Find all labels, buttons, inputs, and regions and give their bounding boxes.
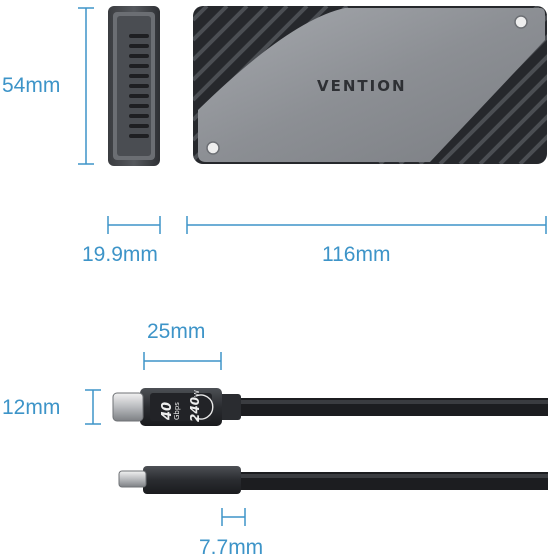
connector-length-label: 25mm <box>147 320 206 343</box>
badge-speed-unit: Gbps <box>173 402 181 420</box>
enclosure-side-view <box>108 6 160 166</box>
connector-thickness-label: 7.7mm <box>199 536 264 559</box>
badge-power-unit: W <box>193 390 201 397</box>
usb-c-cable-top-view <box>112 388 548 426</box>
speed-badge <box>150 393 214 421</box>
connector-length-dimension-line <box>143 352 222 370</box>
height-dimension-line <box>78 7 94 165</box>
badge-speed-text: 40 Gbps <box>158 388 184 426</box>
connector-height-dimension-line <box>85 389 101 425</box>
badge-power-text: 240 W <box>183 389 209 425</box>
depth-dimension-label: 19.9mm <box>82 243 158 266</box>
brand-logo: VENTION <box>317 77 407 95</box>
connector-height-label: 12mm <box>2 396 61 419</box>
enclosure-top-view <box>193 6 547 164</box>
usb-c-cable-side-view <box>118 466 548 494</box>
height-dimension-label: 54mm <box>2 74 61 97</box>
connector-thickness-dimension-line <box>221 508 246 526</box>
length-dimension-line <box>186 216 547 234</box>
length-dimension-label: 116mm <box>322 243 391 266</box>
badge-power-value: 240 <box>188 396 202 422</box>
depth-dimension-line <box>107 216 161 234</box>
